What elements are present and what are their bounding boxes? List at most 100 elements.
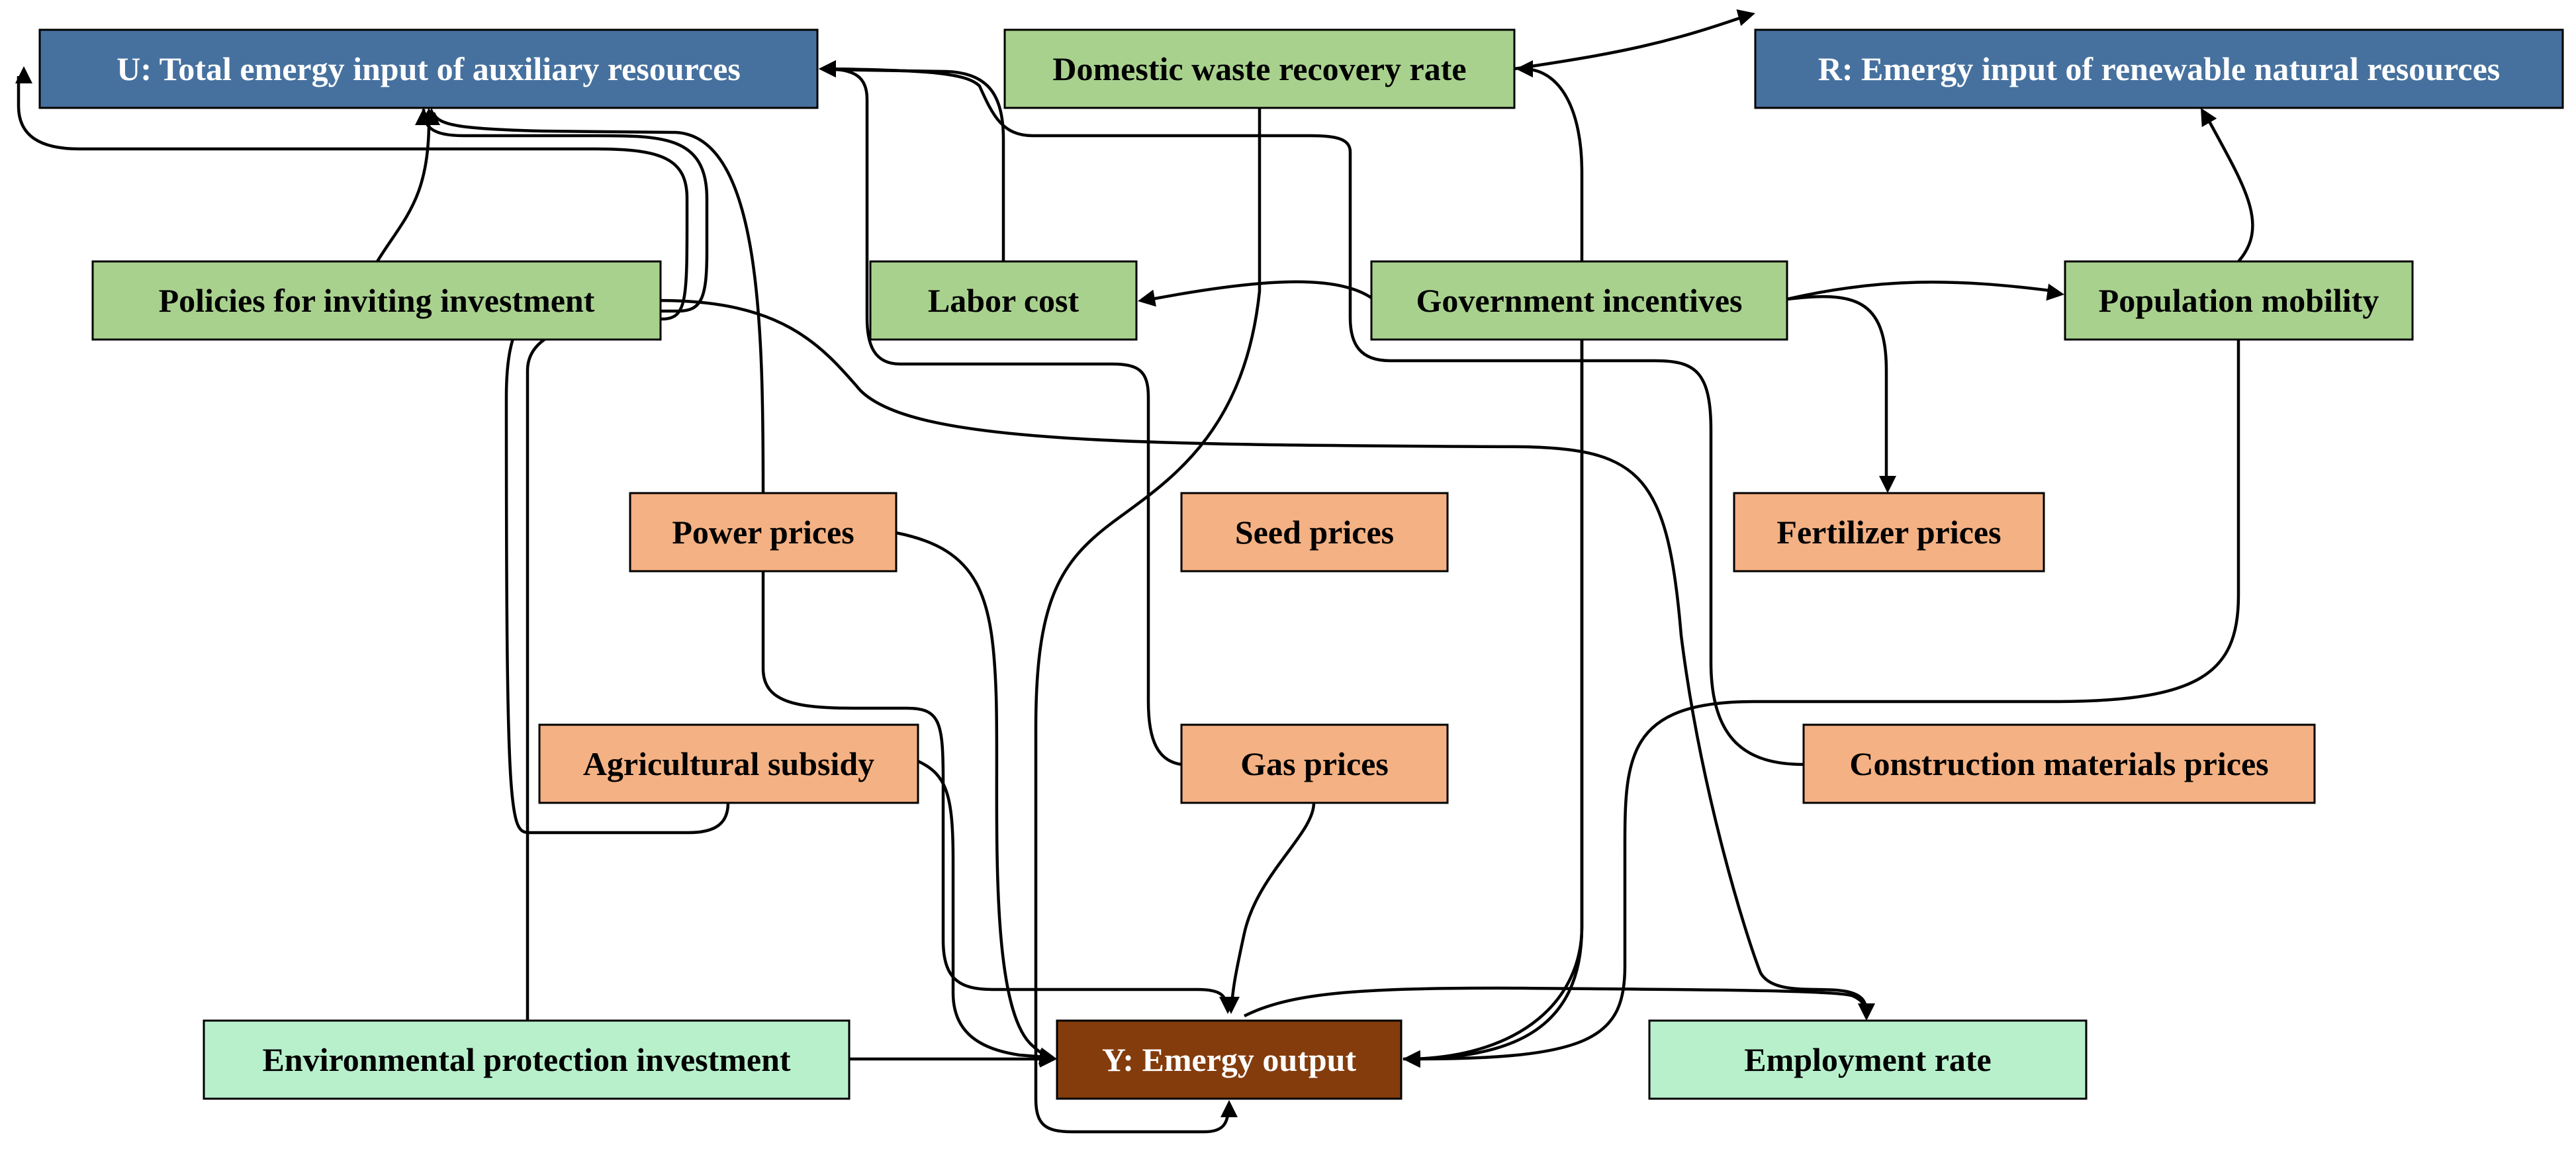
edge-line xyxy=(1034,108,1262,1134)
edge-line xyxy=(2206,116,2254,263)
edge-government-incentives-to-labor-cost xyxy=(1138,280,1373,307)
edge-y-emergy-output-to-employment-rate xyxy=(1243,986,1875,1021)
node-box xyxy=(203,1019,851,1100)
node-label: Domestic waste recovery rate xyxy=(1052,50,1466,87)
node-power-prices: Power prices xyxy=(629,492,897,573)
node-u-total-emergy: U: Total emergy input of auxiliary resou… xyxy=(38,28,819,109)
edge-line xyxy=(1403,67,1584,1061)
arrowhead-icon xyxy=(1858,1003,1875,1021)
node-y-emergy-output: Y: Emergy output xyxy=(1056,1019,1403,1100)
nodes-layer: U: Total emergy input of auxiliary resou… xyxy=(38,28,2564,1100)
edge-line xyxy=(827,67,1804,766)
node-label: Seed prices xyxy=(1235,514,1394,551)
node-label: Environmental protection investment xyxy=(262,1041,790,1078)
edge-power-prices-to-u-total-emergy xyxy=(423,108,765,494)
arrowhead-icon xyxy=(2201,108,2217,128)
edge-line xyxy=(1786,295,1888,483)
edge-policies-investment-to-u-total-emergy xyxy=(376,108,437,263)
arrowhead-icon xyxy=(1222,997,1240,1014)
edge-line xyxy=(896,531,1053,1059)
edge-line xyxy=(17,76,689,1021)
node-box xyxy=(2064,260,2414,341)
edge-population-mobility-to-r-renewable xyxy=(2201,108,2254,263)
edge-gas-prices-to-u-total-emergy xyxy=(819,60,1182,766)
node-label: Gas prices xyxy=(1240,745,1389,782)
arrowhead-icon xyxy=(1516,60,1533,77)
edge-line xyxy=(376,115,431,263)
node-r-renewable: R: Emergy input of renewable natural res… xyxy=(1754,28,2564,109)
edge-environmental-investment-to-y-emergy-output xyxy=(849,1050,1057,1068)
edge-environmental-investment-to-u-total-emergy xyxy=(15,66,689,1021)
node-box xyxy=(538,723,919,804)
edge-line xyxy=(1786,281,2056,301)
edge-domestic-waste-to-r-renewable xyxy=(1514,9,1755,71)
node-box xyxy=(1180,723,1449,804)
node-government-incentives: Government incentives xyxy=(1370,260,1788,341)
node-label: Y: Emergy output xyxy=(1102,1041,1357,1078)
edge-construction-prices-to-u-total-emergy xyxy=(819,60,1804,766)
edge-government-incentives-to-fertilizer-prices xyxy=(1786,295,1896,493)
node-label: U: Total emergy input of auxiliary resou… xyxy=(116,50,741,87)
edge-policies-investment-to-employment-rate xyxy=(660,299,1875,1021)
node-label: Policies for inviting investment xyxy=(159,282,595,319)
node-box xyxy=(38,28,819,109)
node-box xyxy=(869,260,1138,341)
edge-line xyxy=(917,759,1053,1060)
node-labor-cost: Labor cost xyxy=(869,260,1138,341)
node-agricultural-subsidy: Agricultural subsidy xyxy=(538,723,919,804)
node-label: Labor cost xyxy=(928,282,1080,319)
edge-line xyxy=(1151,280,1373,301)
node-population-mobility: Population mobility xyxy=(2064,260,2414,341)
node-box xyxy=(1754,28,2564,109)
node-box xyxy=(1802,723,2316,804)
node-label: Government incentives xyxy=(1416,282,1743,319)
arrowhead-icon xyxy=(2046,283,2064,301)
edge-line xyxy=(1412,340,2240,1061)
node-fertilizer-prices: Fertilizer prices xyxy=(1733,492,2045,573)
node-seed-prices: Seed prices xyxy=(1180,492,1449,573)
node-box xyxy=(91,260,662,341)
node-box xyxy=(629,492,897,573)
arrowhead-icon xyxy=(1879,476,1896,493)
edge-line xyxy=(1243,986,1868,1018)
node-label: Construction materials prices xyxy=(1849,745,2268,782)
edge-government-incentives-to-population-mobility xyxy=(1786,281,2064,301)
node-box xyxy=(1370,260,1788,341)
node-environmental-investment: Environmental protection investment xyxy=(203,1019,851,1100)
node-domestic-waste: Domestic waste recovery rate xyxy=(1003,28,1516,109)
edge-gas-prices-to-y-emergy-output xyxy=(1222,802,1316,1014)
edge-line xyxy=(827,67,1182,766)
edge-line xyxy=(827,68,1005,261)
node-gas-prices: Gas prices xyxy=(1180,723,1449,804)
node-box xyxy=(1180,492,1449,573)
node-box xyxy=(1648,1019,2088,1100)
arrowhead-icon xyxy=(1736,9,1755,26)
node-box xyxy=(1003,28,1516,109)
edge-line xyxy=(1230,802,1316,1008)
arrowhead-icon xyxy=(819,60,836,77)
node-box xyxy=(1733,492,2045,573)
edge-y-emergy-output-to-domestic-waste xyxy=(1403,60,1584,1061)
node-label: Fertilizer prices xyxy=(1776,514,2001,551)
arrowhead-icon xyxy=(423,108,440,125)
node-policies-investment: Policies for inviting investment xyxy=(91,260,662,341)
arrowhead-icon xyxy=(1138,289,1156,307)
edge-line xyxy=(1514,14,1747,71)
node-employment-rate: Employment rate xyxy=(1648,1019,2088,1100)
node-label: R: Emergy input of renewable natural res… xyxy=(1818,50,2500,87)
node-construction-prices: Construction materials prices xyxy=(1802,723,2316,804)
node-label: Agricultural subsidy xyxy=(583,745,874,782)
arrowhead-icon xyxy=(1040,1050,1057,1068)
node-label: Population mobility xyxy=(2099,282,2379,319)
arrowhead-icon xyxy=(15,66,32,83)
edge-line xyxy=(432,112,765,494)
edge-population-mobility-to-y-emergy-output xyxy=(1403,340,2240,1068)
node-label: Power prices xyxy=(672,514,854,551)
edge-labor-cost-to-u-total-emergy xyxy=(819,60,1005,261)
edge-line xyxy=(761,571,1228,1007)
arrowhead-icon xyxy=(1220,1100,1238,1117)
node-label: Employment rate xyxy=(1744,1041,1992,1078)
node-box xyxy=(1056,1019,1403,1100)
edge-line xyxy=(660,299,1868,1013)
